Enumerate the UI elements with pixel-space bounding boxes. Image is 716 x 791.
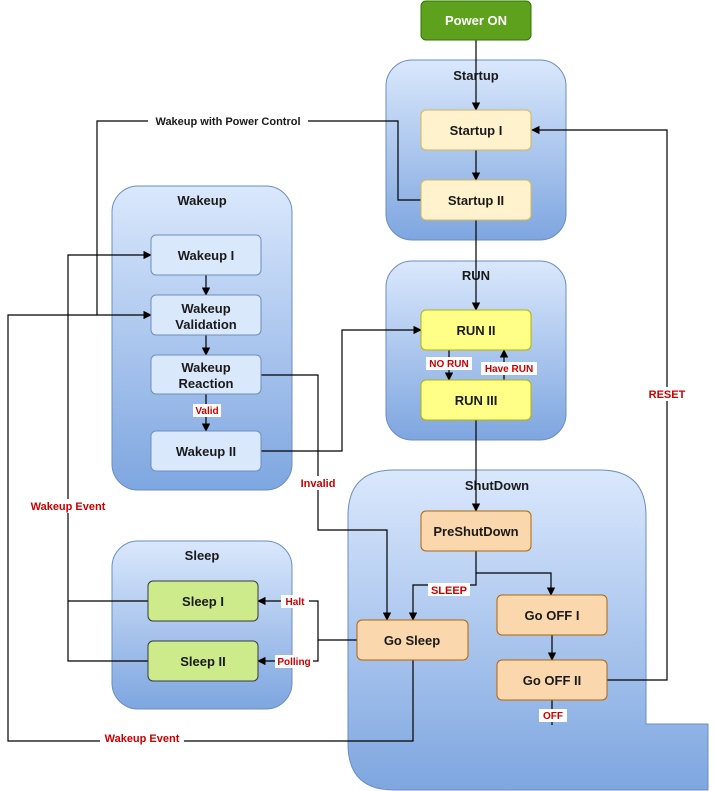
node-startup-1[interactable]: Startup I <box>420 109 532 151</box>
label-no-run: NO RUN <box>429 359 468 370</box>
node-run-2-label: RUN II <box>457 323 496 338</box>
edge-preshutdown-to-gooff1 <box>476 572 556 596</box>
node-wakeup-reaction-line1: Wakeup <box>181 360 230 375</box>
node-go-off-2-label: Go OFF II <box>523 673 582 688</box>
node-sleep-1-label: Sleep I <box>182 594 224 609</box>
group-sleep: Sleep <box>111 540 293 710</box>
node-wakeup-reaction-line2: Reaction <box>179 376 234 391</box>
label-valid: Valid <box>195 406 218 417</box>
node-run-3[interactable]: RUN III <box>420 379 532 421</box>
label-off: OFF <box>543 711 563 722</box>
label-wakeup-event-bottom: Wakeup Event <box>105 733 180 745</box>
node-wakeup-2-label: Wakeup II <box>176 444 236 459</box>
node-wakeup-validation-line2: Validation <box>175 317 236 332</box>
label-have-run: Have RUN <box>485 364 533 375</box>
node-sleep-2-label: Sleep II <box>180 654 226 669</box>
label-polling: Polling <box>277 657 310 668</box>
node-wakeup-1[interactable]: Wakeup I <box>150 234 262 276</box>
node-wakeup-2[interactable]: Wakeup II <box>150 430 262 472</box>
edge-labels: Wakeup with Power Control Valid Invalid … <box>26 114 688 745</box>
label-halt: Halt <box>286 597 306 608</box>
label-wakeup-power-control: Wakeup with Power Control <box>155 116 300 128</box>
node-preshutdown[interactable]: PreShutDown <box>420 510 532 552</box>
node-wakeup-validation-line1: Wakeup <box>181 301 230 316</box>
label-invalid: Invalid <box>301 478 336 490</box>
node-preshutdown-label: PreShutDown <box>433 524 518 539</box>
node-power-on[interactable]: Power ON <box>420 0 532 41</box>
edge-reset <box>531 125 668 681</box>
node-go-off-1-label: Go OFF I <box>525 608 580 623</box>
node-startup-2[interactable]: Startup II <box>420 179 532 221</box>
node-sleep-2[interactable]: Sleep II <box>147 640 259 682</box>
node-go-off-1[interactable]: Go OFF I <box>496 594 608 636</box>
node-go-sleep-label: Go Sleep <box>384 633 440 648</box>
node-run-3-label: RUN III <box>455 393 498 408</box>
node-go-off-2[interactable]: Go OFF II <box>496 659 608 701</box>
group-shutdown-title: ShutDown <box>465 478 529 493</box>
node-wakeup-reaction[interactable]: Wakeup Reaction <box>150 354 262 395</box>
node-sleep-1[interactable]: Sleep I <box>147 580 259 622</box>
node-go-sleep[interactable]: Go Sleep <box>356 619 469 661</box>
node-wakeup-validation[interactable]: Wakeup Validation <box>150 294 262 336</box>
edge-wakeup-event-bottom <box>7 314 414 742</box>
group-sleep-title: Sleep <box>185 548 220 563</box>
node-wakeup-1-label: Wakeup I <box>178 248 235 263</box>
node-startup-2-label: Startup II <box>448 193 504 208</box>
node-run-2[interactable]: RUN II <box>420 309 532 351</box>
edge-wakeup-event-left <box>67 250 152 662</box>
edge-wakeup2-to-run2 <box>261 325 422 452</box>
label-reset: RESET <box>649 389 686 401</box>
label-wakeup-event-left: Wakeup Event <box>31 501 106 513</box>
edge-reaction-to-gosleep <box>261 374 392 621</box>
group-wakeup-title: Wakeup <box>177 193 226 208</box>
label-sleep: SLEEP <box>431 585 467 597</box>
node-startup-1-label: Startup I <box>450 123 503 138</box>
node-power-on-label: Power ON <box>445 13 507 28</box>
